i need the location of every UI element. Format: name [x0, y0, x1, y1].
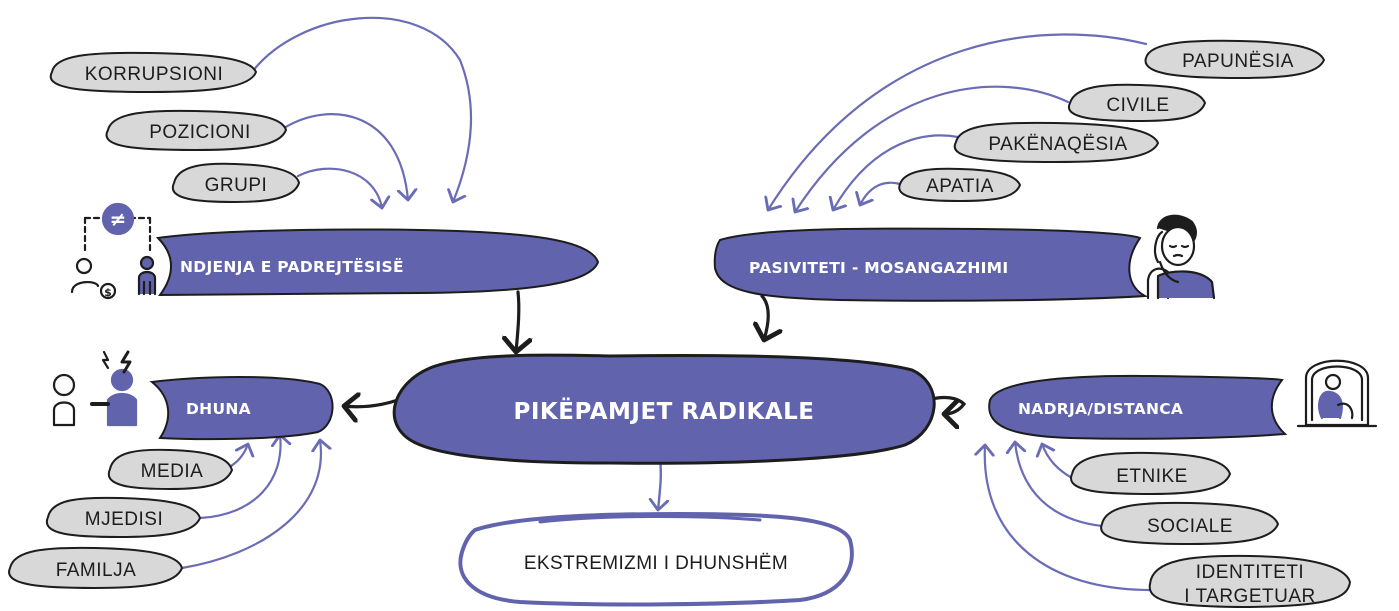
node-center: PIKËPAMJET RADIKALE [392, 353, 936, 465]
cause-pills: KORRUPSIONI POZICIONI GRUPI PAPUNËSIA CI… [8, 39, 1352, 609]
violence-icon [52, 350, 138, 427]
node-label: PASIVITETI - MOSANGAZHIMI [749, 259, 1008, 277]
cause-pill-mjedisi: MJEDISI [45, 496, 202, 539]
cause-arrows [180, 16, 1152, 592]
cause-label: I TARGETUAR [1184, 586, 1315, 607]
cause-label: CIVILE [1106, 95, 1169, 116]
arrow-apatia [860, 181, 902, 205]
main-arrows [344, 290, 967, 414]
cause-label: PAKËNAQËSIA [988, 134, 1127, 155]
cause-label: GRUPI [205, 175, 268, 196]
node-label: NADRJA/DISTANCA [1018, 400, 1183, 418]
arrow-passivity-to-center [762, 294, 768, 340]
cause-pill-apatia: APATIA [898, 167, 1022, 203]
cause-label: KORRUPSIONI [85, 64, 224, 85]
isolated-person-icon [1296, 359, 1378, 428]
arrow-papunesia [768, 33, 1148, 210]
arrow-grupi [296, 167, 382, 208]
cause-pill-civile: CIVILE [1067, 83, 1207, 123]
arrow-pozicioni [282, 113, 408, 200]
cause-pill-grupi: GRUPI [171, 162, 301, 204]
cause-label: FAMILJA [56, 560, 137, 581]
cause-label: IDENTITETI [1196, 562, 1304, 583]
arrow-mjedisi [198, 435, 281, 520]
inequality-icon: ≠ $ [70, 202, 157, 300]
cause-label: POZICIONI [149, 122, 251, 143]
cause-pill-identiteti: IDENTITETI I TARGETUAR [1148, 554, 1352, 609]
cause-pill-papunesia: PAPUNËSIA [1144, 39, 1326, 80]
arrow-korrupsioni [250, 16, 473, 202]
arrow-media [226, 444, 248, 470]
cause-label: ETNIKE [1116, 466, 1188, 487]
node-injustice: NDJENJA E PADREJTËSISË [155, 228, 600, 297]
cause-pill-media: MEDIA [107, 448, 234, 491]
cause-pill-sociale: SOCIALE [1100, 501, 1280, 546]
cause-pill-familja: FAMILJA [8, 546, 184, 590]
arrow-familja [180, 440, 321, 570]
cause-label: PAPUNËSIA [1182, 51, 1294, 72]
node-violence: DHUNA [149, 376, 334, 441]
arrow-sociale [1015, 442, 1104, 528]
cause-label: APATIA [926, 176, 994, 197]
cause-pill-korrupsioni: KORRUPSIONI [49, 51, 258, 94]
node-label: DHUNA [186, 400, 251, 418]
result-label: EKSTREMIZMI I DHUNSHËM [524, 553, 788, 574]
cause-label: MEDIA [141, 461, 204, 482]
cause-pill-etnike: ETNIKE [1070, 451, 1232, 496]
arrow-civile [795, 85, 1070, 212]
arrow-identiteti [985, 445, 1152, 592]
center-label: PIKËPAMJET RADIKALE [514, 397, 815, 425]
arrow-center-to-violence [344, 400, 400, 407]
svg-text:$: $ [104, 286, 112, 299]
arrow-pakenaqesia [833, 134, 960, 210]
main-nodes: NDJENJA E PADREJTËSISË PASIVITETI - MOSA… [149, 227, 1288, 441]
arrow-center-to-distance [926, 395, 967, 414]
svg-text:≠: ≠ [110, 207, 127, 231]
arrow-etnike [1042, 444, 1074, 480]
node-passivity: PASIVITETI - MOSANGAZHIMI [713, 227, 1149, 302]
cause-pill-pakenaqesia: PAKËNAQËSIA [953, 121, 1160, 164]
cause-label: SOCIALE [1147, 516, 1233, 537]
arrow-center-to-result [658, 456, 661, 510]
node-label: NDJENJA E PADREJTËSISË [180, 257, 404, 276]
cause-pill-pozicioni: POZICIONI [105, 109, 288, 152]
arrow-injustice-to-center [516, 290, 519, 352]
node-result: EKSTREMIZMI I DHUNSHËM [458, 511, 854, 607]
stressed-person-icon [1146, 214, 1216, 300]
node-distance: NADRJA/DISTANCA [988, 374, 1288, 440]
cause-label: MJEDISI [85, 509, 163, 530]
